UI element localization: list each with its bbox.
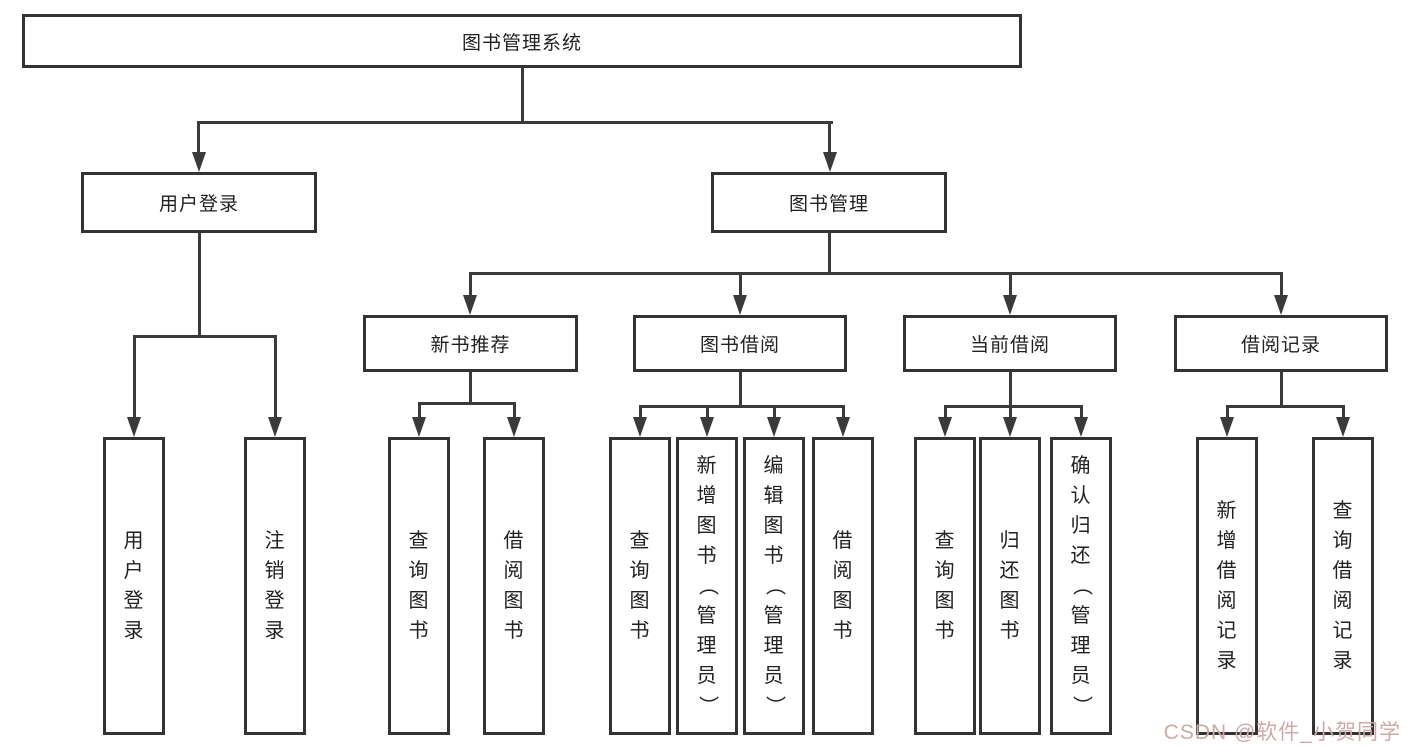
- leaf-user-login: 用户登录: [103, 437, 165, 735]
- node-user-login: 用户登录: [81, 172, 317, 233]
- leaf-label: 注销登录: [264, 530, 286, 642]
- arrow-down-icon: [733, 295, 747, 315]
- arrow-down-icon: [767, 417, 781, 437]
- node-borrow-records: 借阅记录: [1174, 315, 1388, 372]
- arrow-down-icon: [1074, 417, 1088, 437]
- leaf-label: 借阅图书: [503, 530, 525, 642]
- arrow-down-icon: [836, 417, 850, 437]
- connector-line: [133, 335, 136, 417]
- node-label: 图书借阅: [699, 335, 780, 356]
- leaf-borrow-book: 借阅图书: [812, 437, 874, 735]
- leaf-label: 查询图书: [629, 530, 651, 642]
- connector-line: [274, 335, 277, 417]
- connector-line: [639, 405, 642, 417]
- node-label: 图书管理系统: [461, 32, 582, 54]
- arrow-down-icon: [127, 417, 141, 437]
- leaf-query-books-borrow: 查询图书: [609, 437, 671, 735]
- node-book-borrow: 图书借阅: [633, 315, 847, 372]
- connector-line: [198, 233, 201, 335]
- arrow-down-icon: [1274, 295, 1288, 315]
- leaf-add-book-admin: 新增图书（管理员）: [676, 437, 738, 735]
- arrow-down-icon: [463, 295, 477, 315]
- node-label: 当前借阅: [969, 335, 1050, 356]
- connector-line: [197, 121, 200, 152]
- arrow-down-icon: [1003, 417, 1017, 437]
- connector-line: [706, 405, 709, 417]
- arrow-down-icon: [507, 417, 521, 437]
- connector-line: [1342, 405, 1345, 417]
- connector-line: [1226, 405, 1229, 417]
- connector-line: [639, 405, 845, 408]
- leaf-borrow-book-recommend: 借阅图书: [483, 437, 545, 735]
- leaf-label: 查询借阅记录: [1332, 500, 1354, 672]
- leaf-label: 用户登录: [123, 530, 145, 642]
- node-label: 借阅记录: [1240, 335, 1321, 356]
- leaf-query-borrow-record: 查询借阅记录: [1312, 437, 1374, 735]
- arrow-down-icon: [938, 417, 952, 437]
- connector-line: [521, 68, 524, 121]
- leaf-query-books-current: 查询图书: [914, 437, 976, 735]
- connector-line: [944, 405, 1083, 408]
- connector-line: [842, 405, 845, 417]
- connector-line: [1280, 372, 1283, 405]
- node-label: 图书管理: [788, 194, 869, 215]
- connector-line: [1226, 405, 1345, 408]
- node-current-borrow: 当前借阅: [903, 315, 1117, 372]
- connector-line: [418, 402, 421, 417]
- connector-line: [197, 121, 833, 124]
- connector-line: [418, 402, 516, 405]
- leaf-label: 编辑图书（管理员）: [763, 455, 785, 717]
- connector-line: [1009, 372, 1012, 405]
- node-root-library-system: 图书管理系统: [22, 14, 1022, 68]
- leaf-confirm-return-admin: 确认归还（管理员）: [1050, 437, 1112, 735]
- connector-line: [1009, 272, 1012, 295]
- connector-line: [1280, 272, 1283, 295]
- node-new-book-recommend: 新书推荐: [363, 315, 578, 372]
- connector-line: [469, 372, 472, 402]
- connector-line: [469, 272, 472, 295]
- connector-line: [739, 272, 742, 295]
- leaf-label: 查询图书: [408, 530, 430, 642]
- watermark: CSDN @软件_小贺同学: [1163, 721, 1401, 744]
- leaf-label: 查询图书: [934, 530, 956, 642]
- node-label: 新书推荐: [430, 335, 511, 356]
- leaf-logout: 注销登录: [244, 437, 306, 735]
- node-label: 用户登录: [158, 194, 239, 215]
- leaf-label: 借阅图书: [832, 530, 854, 642]
- connector-line: [133, 335, 277, 338]
- connector-line: [773, 405, 776, 417]
- arrow-down-icon: [268, 417, 282, 437]
- leaf-label: 新增借阅记录: [1216, 500, 1238, 672]
- connector-line: [469, 272, 1283, 275]
- leaf-edit-book-admin: 编辑图书（管理员）: [743, 437, 805, 735]
- leaf-add-borrow-record: 新增借阅记录: [1196, 437, 1258, 735]
- leaf-label: 归还图书: [999, 530, 1021, 642]
- arrow-down-icon: [1003, 295, 1017, 315]
- leaf-label: 新增图书（管理员）: [696, 455, 718, 717]
- connector-line: [1080, 405, 1083, 417]
- arrow-down-icon: [700, 417, 714, 437]
- connector-line: [513, 402, 516, 417]
- leaf-return-book: 归还图书: [979, 437, 1041, 735]
- connector-line: [828, 121, 831, 152]
- arrow-down-icon: [633, 417, 647, 437]
- connector-line: [828, 233, 831, 272]
- node-book-management: 图书管理: [711, 172, 947, 233]
- arrow-down-icon: [412, 417, 426, 437]
- arrow-down-icon: [1220, 417, 1234, 437]
- arrow-down-icon: [1336, 417, 1350, 437]
- arrow-down-icon: [192, 152, 206, 172]
- arrow-down-icon: [823, 152, 837, 172]
- connector-line: [944, 405, 947, 417]
- leaf-label: 确认归还（管理员）: [1070, 455, 1092, 717]
- connector-line: [739, 372, 742, 405]
- leaf-query-books-recommend: 查询图书: [388, 437, 450, 735]
- connector-line: [1009, 405, 1012, 417]
